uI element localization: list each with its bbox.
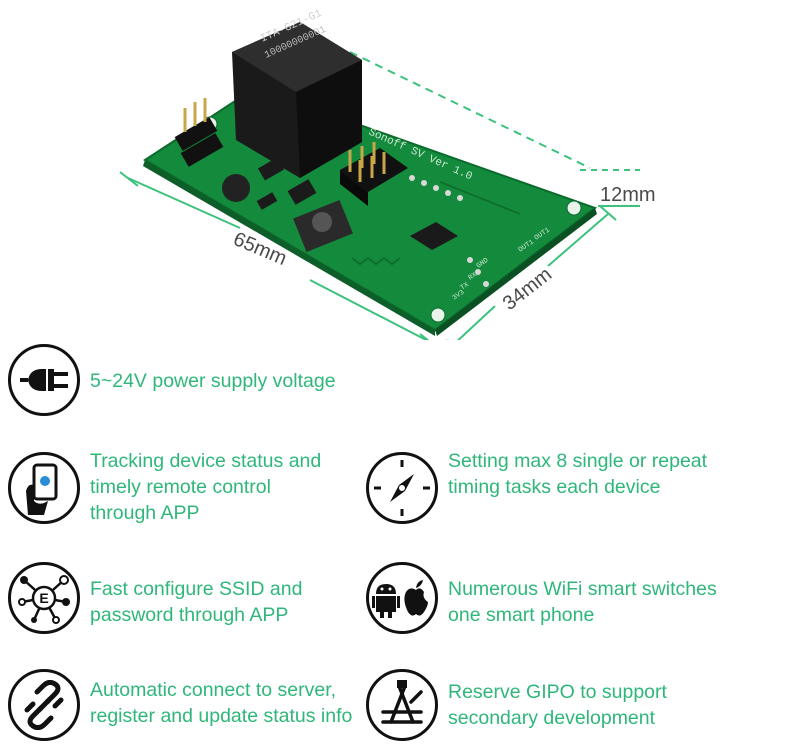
feature-ssid-line1: Fast configure SSID and	[90, 578, 303, 600]
android-apple-icon	[366, 562, 438, 634]
feature-gpio-line1: Reserve GIPO to support	[448, 681, 667, 703]
feature-smartphone: Numerous WiFi smart switches one smart p…	[366, 562, 717, 634]
feature-gpio-line2: secondary development	[448, 707, 656, 729]
feature-ssid-line2: password through APP	[90, 604, 289, 626]
pin-label-tx: TX	[459, 281, 471, 293]
svg-text:E: E	[39, 590, 48, 606]
feature-timing-line2: timing tasks each device	[448, 476, 661, 498]
pin-label-rx: RX	[467, 271, 479, 283]
feature-tracking-line1: Tracking device status and	[90, 450, 322, 472]
compass-icon	[366, 452, 438, 524]
feature-smartphone-line2: one smart phone	[448, 604, 595, 626]
pcb-board-image: ITA-G21-G1 10000000001	[119, 8, 640, 340]
feature-gpio: Reserve GIPO to support secondary develo…	[366, 669, 667, 741]
feature-connect: Automatic connect to server, register an…	[8, 669, 352, 741]
power-plug-icon	[8, 344, 80, 416]
dev-tools-icon	[366, 669, 438, 741]
feature-tracking-line2: timely remote control	[90, 476, 271, 498]
feature-tracking-line3: through APP	[90, 502, 200, 524]
phone-hand-icon	[8, 452, 80, 524]
product-illustration: ITA-G21-G1 10000000001	[0, 0, 812, 340]
feature-timing: Setting max 8 single or repeat timing ta…	[366, 448, 707, 524]
dimension-height: 12mm	[600, 184, 656, 206]
link-icon	[8, 669, 80, 741]
feature-ssid: E Fast configure SSID and password throu…	[8, 562, 302, 634]
feature-power-line1: 5~24V power supply voltage	[90, 370, 336, 392]
feature-connect-line1: Automatic connect to server,	[90, 679, 337, 701]
feature-connect-line2: register and update status info	[90, 705, 353, 727]
feature-smartphone-line1: Numerous WiFi smart switches	[448, 578, 717, 600]
feature-power: 5~24V power supply voltage	[8, 344, 336, 416]
feature-timing-line1: Setting max 8 single or repeat	[448, 450, 708, 472]
dimension-lines	[119, 51, 640, 340]
network-e-icon: E	[8, 562, 80, 634]
feature-tracking: Tracking device status and timely remote…	[8, 448, 321, 526]
